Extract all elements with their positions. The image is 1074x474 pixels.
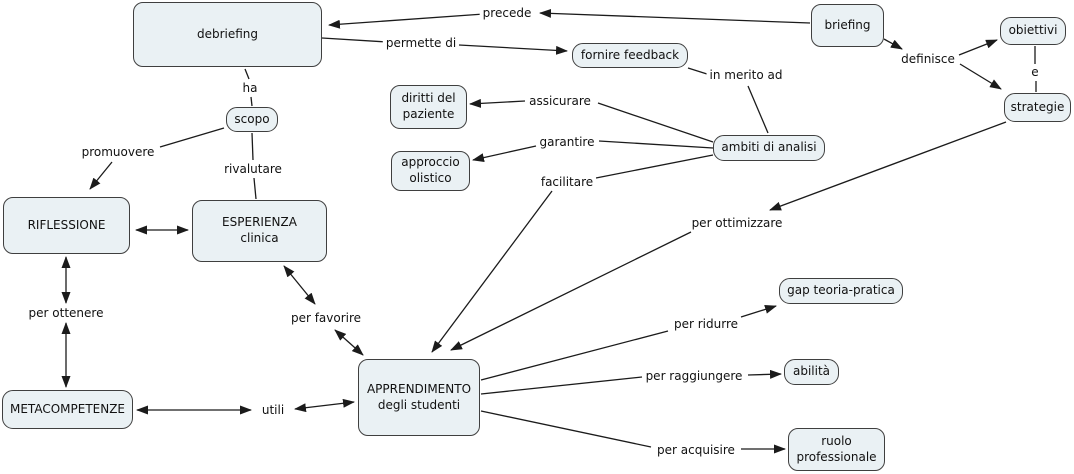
- edge-definisce-obiettivi: [958, 39, 998, 56]
- link-assicurare[interactable]: assicurare: [526, 94, 594, 108]
- edge-facilitare-apprendimento: [431, 190, 553, 353]
- edge-promuovere-riflessione: [89, 161, 113, 190]
- link-e[interactable]: e: [1028, 65, 1042, 79]
- node-diritti-del-paziente[interactable]: diritti del paziente: [390, 85, 467, 129]
- edge-perridurre-gap: [740, 305, 777, 318]
- node-obiettivi[interactable]: obiettivi: [1000, 17, 1066, 45]
- node-scopo[interactable]: scopo: [226, 107, 278, 132]
- edge-definisce-strategie: [959, 63, 1002, 90]
- node-apprendimento-degli-studenti[interactable]: APPRENDIMENTO degli studenti: [358, 359, 480, 436]
- node-fornire-feedback[interactable]: fornire feedback: [572, 43, 688, 68]
- edge-apprendimento-perraggiungere: [480, 376, 643, 395]
- link-per-ottenere[interactable]: per ottenere: [25, 306, 107, 320]
- link-utili[interactable]: utili: [258, 403, 288, 417]
- link-precede[interactable]: precede: [479, 6, 535, 20]
- link-per-ridurre[interactable]: per ridurre: [670, 317, 742, 331]
- edge-perraggiungere-abilita: [747, 369, 782, 379]
- link-in-merito-ad[interactable]: in merito ad: [706, 68, 786, 82]
- link-garantire[interactable]: garantire: [536, 135, 598, 149]
- edge-ambiti-assicurare: [597, 102, 714, 143]
- edge-perfavorire-apprendimento: [334, 329, 364, 356]
- link-promuovere[interactable]: promuovere: [78, 145, 158, 159]
- edge-scopo-promuovere: [159, 127, 225, 148]
- link-definisce[interactable]: definisce: [898, 52, 958, 66]
- link-facilitare[interactable]: facilitare: [537, 175, 597, 189]
- edge-scopo-rivalutare: [251, 132, 254, 161]
- edge-apprendimento-peracquisire: [480, 410, 652, 448]
- node-abilita[interactable]: abilità: [784, 359, 839, 385]
- node-riflessione[interactable]: RIFLESSIONE: [3, 197, 130, 254]
- node-approccio-olistico[interactable]: approccio olistico: [391, 151, 470, 191]
- node-esperienza-clinica[interactable]: ESPERIENZA clinica: [192, 200, 327, 262]
- edge-ambiti-garantire: [598, 140, 714, 149]
- node-metacompetenze[interactable]: METACOMPETENZE: [2, 390, 133, 429]
- node-strategie[interactable]: strategie: [1004, 93, 1071, 122]
- edge-apprendimento-perridurre: [480, 330, 669, 381]
- edge-utili-apprendimento: [294, 398, 355, 413]
- edge-assicurare-diritti: [469, 98, 526, 108]
- edge-ambiti-facilitare: [595, 154, 714, 179]
- link-per-raggiungere[interactable]: per raggiungere: [642, 369, 746, 383]
- edge-garantire-approccio: [472, 145, 537, 163]
- edge-perottimizzare-apprendimento: [450, 231, 692, 351]
- edge-inmeritoad-ambiti: [747, 85, 769, 134]
- link-per-favorire[interactable]: per favorire: [287, 311, 365, 325]
- link-per-acquisire[interactable]: per acquisire: [654, 443, 738, 457]
- edge-debriefing-ha: [244, 68, 250, 80]
- edge-ha-scopo: [250, 96, 253, 107]
- edge-debriefing-permettedi: [321, 37, 388, 43]
- edge-precede-debriefing: [328, 13, 485, 29]
- edge-briefing-precede: [539, 8, 811, 24]
- link-permette-di[interactable]: permette di: [382, 36, 460, 50]
- edge-group: [61, 8, 1037, 454]
- edge-rivalutare-esperienza: [253, 177, 257, 200]
- link-ha[interactable]: ha: [239, 81, 261, 95]
- edge-briefing-definisce: [883, 38, 903, 50]
- node-debriefing[interactable]: debriefing: [133, 2, 322, 67]
- node-ruolo-professionale[interactable]: ruolo professionale: [788, 428, 885, 471]
- node-briefing[interactable]: briefing: [811, 4, 884, 47]
- link-rivalutare[interactable]: rivalutare: [221, 162, 285, 176]
- link-per-ottimizzare[interactable]: per ottimizzare: [688, 216, 786, 230]
- edge-fornirefeedback-inmeritoad: [687, 67, 708, 75]
- node-gap-teoria-pratica[interactable]: gap teoria-pratica: [779, 278, 903, 304]
- edge-permettedi-fornirefeedback: [458, 44, 568, 55]
- edge-esperienza-perfavorire: [283, 265, 316, 305]
- edge-strategie-perottimizzare: [769, 121, 1007, 211]
- node-ambiti-di-analisi[interactable]: ambiti di analisi: [713, 135, 825, 161]
